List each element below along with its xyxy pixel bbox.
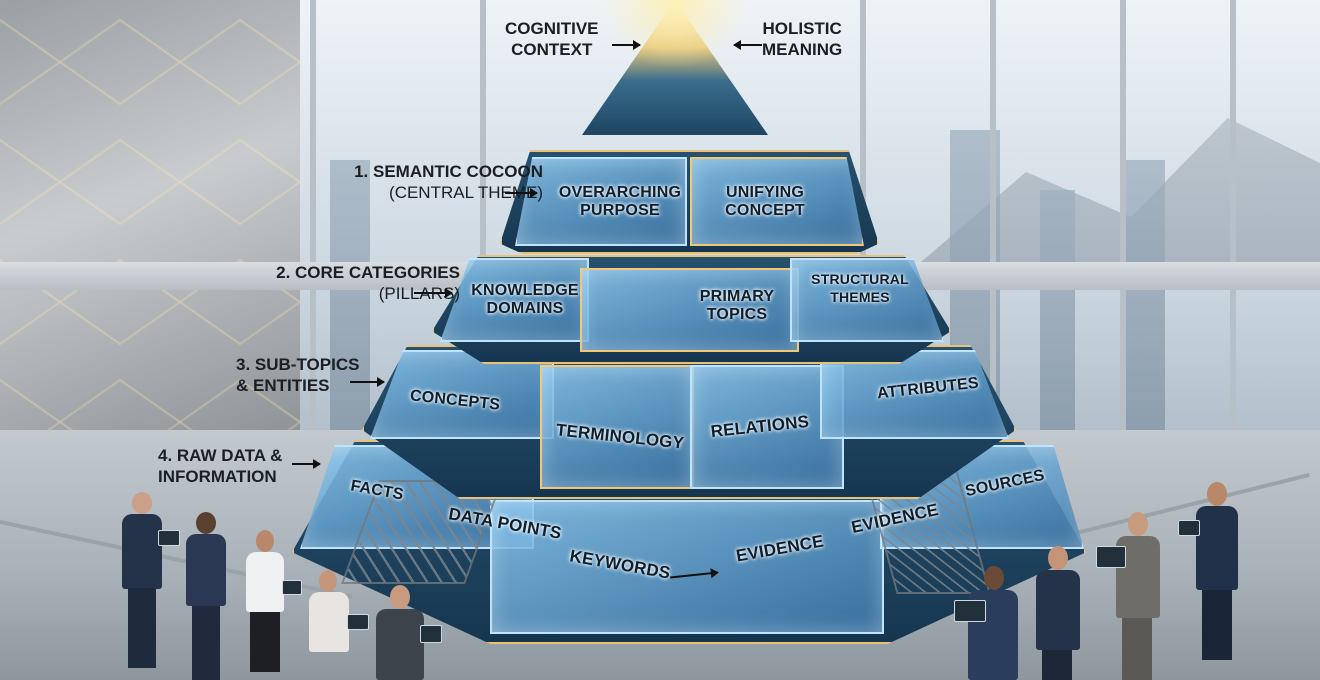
arrow-level-3 <box>350 377 385 387</box>
mullion <box>990 0 996 460</box>
wall-panel <box>0 0 300 430</box>
arrow-level-2 <box>414 288 453 298</box>
tier3-panel-b <box>540 365 694 489</box>
person <box>118 492 180 672</box>
person <box>1096 512 1166 680</box>
person <box>242 530 302 680</box>
tier2-panel-mid <box>580 268 799 352</box>
person <box>1030 546 1086 680</box>
mullion <box>1120 0 1126 460</box>
tower <box>1120 160 1165 460</box>
tablet-icon <box>158 530 180 546</box>
person <box>1178 482 1242 662</box>
level-3-label: 3. SUB-TOPICS& ENTITIES <box>236 355 360 395</box>
arrow-level-4 <box>292 459 321 469</box>
level-2-label: 2. CORE CATEGORIES(PILLARS) <box>276 263 460 303</box>
laptop-icon <box>954 600 986 622</box>
tower <box>330 160 370 460</box>
laptop-icon <box>1096 546 1126 568</box>
person <box>954 566 1026 680</box>
tower <box>1040 190 1075 460</box>
person <box>305 570 369 680</box>
arrow-top-left <box>612 40 641 50</box>
tablet-icon <box>1178 520 1200 536</box>
mullion <box>310 0 316 460</box>
tier2-panel-left <box>440 258 589 342</box>
tier3-panel-a <box>370 350 554 439</box>
tablet-icon <box>282 580 302 595</box>
arrow-level-1 <box>505 188 538 198</box>
person <box>182 512 232 680</box>
mullion <box>1230 0 1236 460</box>
level-1-label: 1. SEMANTIC COCOON(CENTRAL THEME) <box>354 162 543 202</box>
tier1-panel-left <box>515 157 687 246</box>
mullion <box>480 0 486 460</box>
apex-glow <box>600 0 750 70</box>
arrow-top-right <box>733 40 762 50</box>
tier3-panel-c <box>690 365 844 489</box>
tier4-panel-front <box>490 500 884 634</box>
person <box>370 585 442 680</box>
tablet-icon <box>347 614 369 630</box>
level-4-label: 4. RAW DATA &INFORMATION <box>158 446 283 486</box>
tablet-icon <box>420 625 442 643</box>
